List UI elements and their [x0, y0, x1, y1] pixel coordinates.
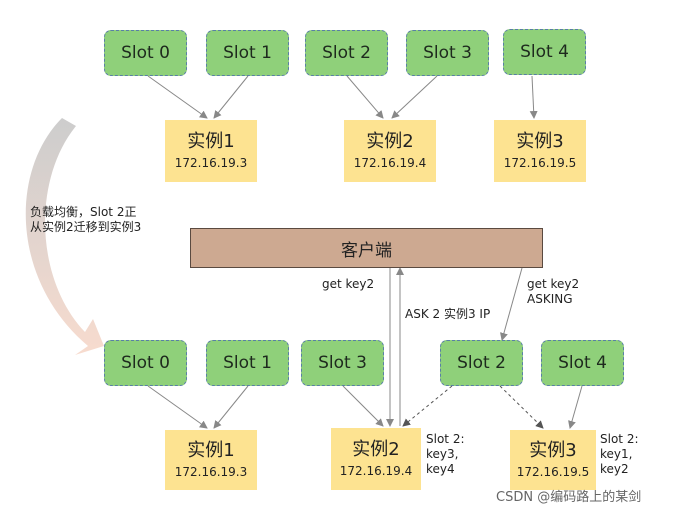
top-instance-1: 实例1 172.16.19.3: [165, 120, 257, 182]
top-slot-0: Slot 0: [104, 30, 187, 76]
instance-name: 实例1: [187, 131, 235, 152]
top-instance-3: 实例3 172.16.19.5: [494, 120, 586, 182]
note-line2: key1,: [600, 447, 633, 461]
edge-top-slot2-inst2: [346, 75, 384, 119]
label-get-key2-asking: get key2 ASKING: [527, 277, 579, 307]
watermark: CSDN @编码路上的某剑: [496, 490, 642, 505]
edge-top-slot1-inst1: [213, 75, 249, 119]
bottom-slot-3: Slot 3: [301, 340, 384, 386]
edge-bottom-slot0-inst1: [147, 385, 208, 429]
instance-name: 实例2: [366, 131, 414, 152]
note-line3: key4: [426, 462, 455, 476]
edge-top-slot4-inst3: [529, 75, 538, 119]
instance-ip: 172.16.19.5: [516, 465, 590, 479]
label-ask-reply: ASK 2 实例3 IP: [405, 307, 491, 321]
note-line1: Slot 2:: [426, 432, 465, 446]
edge-bottom-slot2-inst3: [499, 385, 544, 429]
note-line2: key3,: [426, 447, 459, 461]
bottom-instance-1: 实例1 172.16.19.3: [165, 430, 257, 490]
instance-ip: 172.16.19.3: [174, 156, 248, 170]
migration-note-line1: 负载均衡，Slot 2正: [30, 205, 137, 219]
instance-name: 实例3: [516, 131, 564, 152]
edge-client-asking: [500, 267, 523, 341]
instance-name: 实例3: [529, 440, 577, 461]
top-slot-3: Slot 3: [406, 30, 489, 76]
label-asking-line1: get key2: [527, 277, 580, 291]
top-slot-2: Slot 2: [305, 30, 388, 76]
top-instance-2: 实例2 172.16.19.4: [344, 120, 436, 182]
migration-note: 负载均衡，Slot 2正 从实例2迁移到实例3: [30, 205, 141, 235]
client-box: 客户端: [190, 228, 543, 268]
label-asking-line2: ASKING: [527, 292, 573, 306]
edge-top-slot0-inst1: [147, 75, 208, 119]
instance-ip: 172.16.19.5: [503, 156, 577, 170]
top-slot-4: Slot 4: [503, 29, 586, 75]
label-get-key2: get key2: [322, 277, 375, 291]
bottom-slot-0: Slot 0: [104, 340, 187, 386]
bottom-slot-4: Slot 4: [541, 340, 624, 386]
note-line1: Slot 2:: [600, 432, 639, 446]
instance-ip: 172.16.19.4: [339, 464, 413, 478]
instance2-slot-note: Slot 2: key3, key4: [426, 432, 465, 477]
edge-top-slot3-inst2: [391, 75, 438, 119]
edge-bottom-slot3-inst2: [342, 385, 384, 427]
bottom-instance-2: 实例2 172.16.19.4: [331, 428, 421, 490]
edge-bottom-slot4-inst3: [568, 385, 583, 429]
bottom-slot-1: Slot 1: [206, 340, 289, 386]
instance-ip: 172.16.19.3: [174, 465, 248, 479]
note-line3: key2: [600, 462, 629, 476]
edge-bottom-slot2-inst2: [402, 385, 453, 427]
instance-name: 实例1: [187, 440, 235, 461]
migration-arrow: [25, 118, 104, 355]
bottom-instance-3: 实例3 172.16.19.5: [510, 430, 596, 490]
instance-ip: 172.16.19.4: [353, 156, 427, 170]
edge-bottom-slot1-inst1: [213, 385, 249, 429]
instance-name: 实例2: [352, 439, 400, 460]
top-slot-1: Slot 1: [206, 30, 289, 76]
migration-note-line2: 从实例2迁移到实例3: [30, 220, 142, 234]
bottom-slot-2: Slot 2: [440, 340, 523, 386]
instance3-slot-note: Slot 2: key1, key2: [600, 432, 639, 477]
